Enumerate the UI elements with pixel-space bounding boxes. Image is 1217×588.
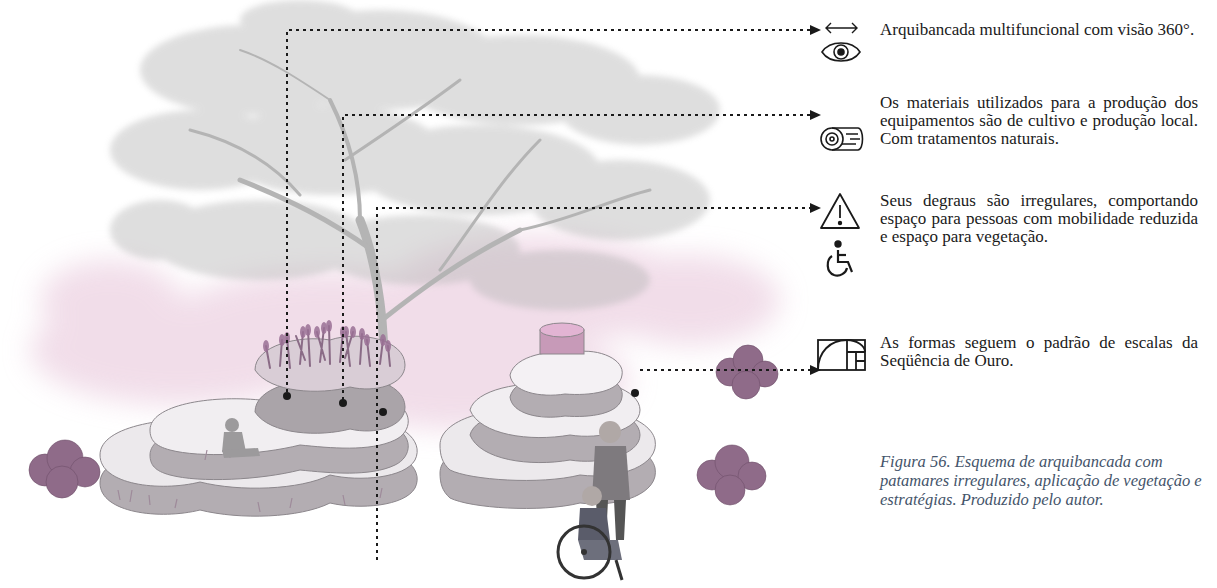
- leader-line: [287, 30, 812, 560]
- annotation-text: Arquibancada multifuncional com visão 36…: [880, 21, 1198, 39]
- lavender-flowers-part: [279, 334, 285, 346]
- wall-dots-part: [379, 408, 387, 416]
- tree-trunk: [190, 50, 650, 470]
- right-bleacher-part: [540, 323, 584, 337]
- log-icon-part: [830, 137, 834, 141]
- annotation-text: As formas seguem o padrão de escalas da …: [880, 334, 1198, 370]
- lavender-planting: [266, 326, 390, 368]
- wheelchair-child-part: [616, 560, 622, 580]
- figure-caption: Figura 56. Esquema de arquibancada com p…: [880, 452, 1202, 509]
- wheelchair-child-part: [558, 526, 610, 578]
- double-arrow-icon: [826, 23, 857, 33]
- tree-trunk-part: [190, 130, 300, 195]
- tree-canopy-part: [470, 250, 650, 310]
- wheelchair-icon: [828, 241, 852, 275]
- sitting-child-part: [222, 448, 260, 458]
- wheelchair-child-part: [582, 486, 602, 506]
- wheelchair-icon-part: [838, 254, 846, 256]
- annotation-text: Os materiais utilizados para a produção …: [880, 94, 1198, 148]
- log-icon-part: [821, 128, 843, 150]
- tree-trunk-part: [382, 230, 520, 320]
- golden-ratio-icon-part: [818, 340, 865, 370]
- lavender-flowers-part: [326, 320, 332, 332]
- leader-line-part: [343, 115, 812, 400]
- lavender-flowers: [263, 320, 391, 352]
- annotation-text: Seus degraus são irregulares, comportand…: [880, 192, 1198, 246]
- leader-line-part: [377, 208, 812, 560]
- log-icon-part: [832, 128, 863, 150]
- ground-grass-part: [118, 449, 382, 512]
- lavender-flowers-part: [314, 326, 320, 338]
- warning-icon-part: [821, 194, 859, 228]
- lavender-flowers-part: [380, 334, 386, 346]
- shrub-part: [732, 371, 760, 399]
- tree-trunk-part: [345, 80, 460, 160]
- double-arrow-icon-part: [826, 23, 857, 33]
- tree-canopy-part: [110, 200, 210, 260]
- lavender-flowers-part: [364, 334, 370, 346]
- leader-line-part: [640, 369, 812, 371]
- shrub-part: [715, 475, 745, 505]
- eye-icon-part: [834, 45, 848, 59]
- wheelchair-icon-part: [838, 250, 852, 272]
- tree-canopy: [110, 0, 720, 310]
- tree-trunk-part: [240, 50, 330, 100]
- tree-trunk-part: [520, 190, 650, 230]
- right-bleacher-part: [510, 351, 622, 395]
- leader-line-part: [287, 30, 812, 392]
- tree-canopy-part: [240, 0, 360, 40]
- golden-ratio-icon-part: [818, 340, 865, 370]
- lavender-flowers-part: [321, 322, 327, 334]
- watercolor-wash-part: [40, 260, 180, 340]
- leader-arrowhead: [810, 25, 821, 375]
- wheelchair-icon-part: [828, 256, 847, 276]
- lavender-flowers-part: [350, 326, 356, 338]
- tree-canopy-part: [560, 75, 720, 145]
- lavender-flowers-part: [305, 324, 311, 336]
- shrub-part: [46, 466, 78, 498]
- sitting-child-part: [225, 418, 239, 432]
- leader-arrowhead-part: [810, 203, 821, 213]
- log-icon-part: [842, 134, 860, 144]
- tree-trunk-part: [240, 180, 372, 250]
- log-icon: [821, 128, 863, 150]
- shrub: [29, 345, 778, 505]
- standing-child-part: [599, 421, 621, 443]
- warning-icon: [821, 194, 859, 228]
- eye-icon-part: [822, 43, 860, 61]
- log-icon-part: [826, 133, 838, 145]
- golden-ratio-icon-part: [847, 340, 865, 370]
- eye-icon: [822, 43, 860, 61]
- golden-ratio-icon: [818, 340, 865, 370]
- right-bleacher: [440, 323, 655, 508]
- lavender-flowers-part: [263, 340, 269, 352]
- warning-icon-part: [839, 222, 842, 225]
- wall-dots-part: [631, 389, 639, 397]
- leader-arrowhead-part: [810, 25, 821, 35]
- ground-grass: [118, 449, 382, 512]
- wall-dots-part: [339, 399, 347, 407]
- lavender-flowers-part: [300, 326, 306, 338]
- eye-icon-part: [838, 49, 844, 55]
- wheelchair-child-part: [578, 540, 622, 560]
- wall-dots-part: [283, 392, 291, 400]
- sitting-child: [222, 418, 260, 458]
- tree-trunk-part: [440, 140, 540, 270]
- wheelchair-icon-part: [835, 241, 840, 246]
- wheelchair-child-part: [581, 549, 587, 555]
- wall-dots: [283, 389, 639, 456]
- wheelchair-child: [558, 486, 622, 580]
- warning-icon-part: [839, 205, 841, 218]
- leader-arrowhead-part: [810, 110, 821, 120]
- lavender-planting-part: [266, 326, 390, 368]
- lavender-flowers-part: [385, 340, 391, 352]
- lavender-flowers-part: [359, 328, 365, 340]
